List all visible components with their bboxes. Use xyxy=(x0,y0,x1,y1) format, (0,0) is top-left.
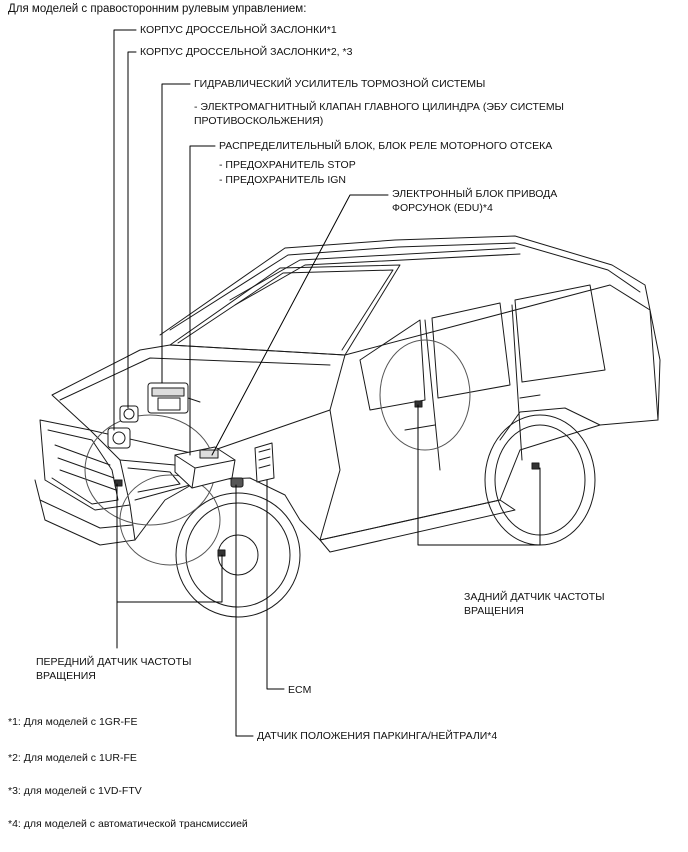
page-title: Для моделей с правосторонним рулевым упр… xyxy=(8,3,307,15)
leader-edu xyxy=(211,194,389,456)
label-solenoid-valve-2: ПРОТИВОСКОЛЬЖЕНИЯ) xyxy=(194,115,324,127)
label-edu-1: ЭЛЕКТРОННЫЙ БЛОК ПРИВОДА xyxy=(392,188,558,200)
label-relay-block: РАСПРЕДЕЛИТЕЛЬНЫЙ БЛОК, БЛОК РЕЛЕ МОТОРН… xyxy=(219,140,553,152)
label-front-speed-sensor-1: ПЕРЕДНИЙ ДАТЧИК ЧАСТОТЫ xyxy=(36,656,192,668)
edu-component xyxy=(254,442,275,483)
label-throttle-body-2: КОРПУС ДРОССЕЛЬНОЙ ЗАСЛОНКИ*2, *3 xyxy=(140,46,353,58)
leader-throttle-body-1 xyxy=(113,29,137,431)
throttle-body-component xyxy=(107,405,139,449)
brake-booster-component xyxy=(147,382,201,414)
label-fuse-ign: - ПРЕДОХРАНИТЕЛЬ IGN xyxy=(219,174,346,186)
leader-front-speed-sensor xyxy=(116,483,223,649)
label-rear-speed-sensor-1: ЗАДНИЙ ДАТЧИК ЧАСТОТЫ xyxy=(464,591,605,603)
leader-ecm xyxy=(266,479,285,690)
leader-lines xyxy=(113,29,541,737)
leader-relay-block xyxy=(189,145,216,456)
relay-block-component xyxy=(174,446,236,489)
footnote-4: *4: для моделей с автоматической трансми… xyxy=(8,818,248,830)
label-brake-booster: ГИДРАВЛИЧЕСКИЙ УСИЛИТЕЛЬ ТОРМОЗНОЙ СИСТЕ… xyxy=(194,78,486,90)
label-rear-speed-sensor-2: ВРАЩЕНИЯ xyxy=(464,605,524,617)
footnote-2: *2: Для моделей с 1UR-FE xyxy=(8,752,137,764)
leader-park-neutral-sensor xyxy=(235,484,254,737)
footnote-1: *1: Для моделей с 1GR-FE xyxy=(8,716,138,728)
label-park-neutral-sensor: ДАТЧИК ПОЛОЖЕНИЯ ПАРКИНГА/НЕЙТРАЛИ*4 xyxy=(257,730,498,742)
label-fuse-stop: - ПРЕДОХРАНИТЕЛЬ STOP xyxy=(219,159,356,171)
leader-throttle-body-2 xyxy=(127,51,137,409)
label-ecm: ECM xyxy=(288,684,312,696)
label-edu-2: ФОРСУНОК (EDU)*4 xyxy=(392,202,493,214)
label-solenoid-valve-1: - ЭЛЕКТРОМАГНИТНЫЙ КЛАПАН ГЛАВНОГО ЦИЛИН… xyxy=(194,101,564,113)
leader-brake-booster xyxy=(161,83,191,384)
label-front-speed-sensor-2: ВРАЩЕНИЯ xyxy=(36,670,96,682)
vehicle-illustration xyxy=(34,235,661,618)
park-neutral-sensor-component xyxy=(230,477,244,488)
footnote-3: *3: для моделей с 1VD-FTV xyxy=(8,785,142,797)
label-throttle-body-1: КОРПУС ДРОССЕЛЬНОЙ ЗАСЛОНКИ*1 xyxy=(140,24,337,36)
leader-rear-speed-sensor xyxy=(417,404,541,546)
